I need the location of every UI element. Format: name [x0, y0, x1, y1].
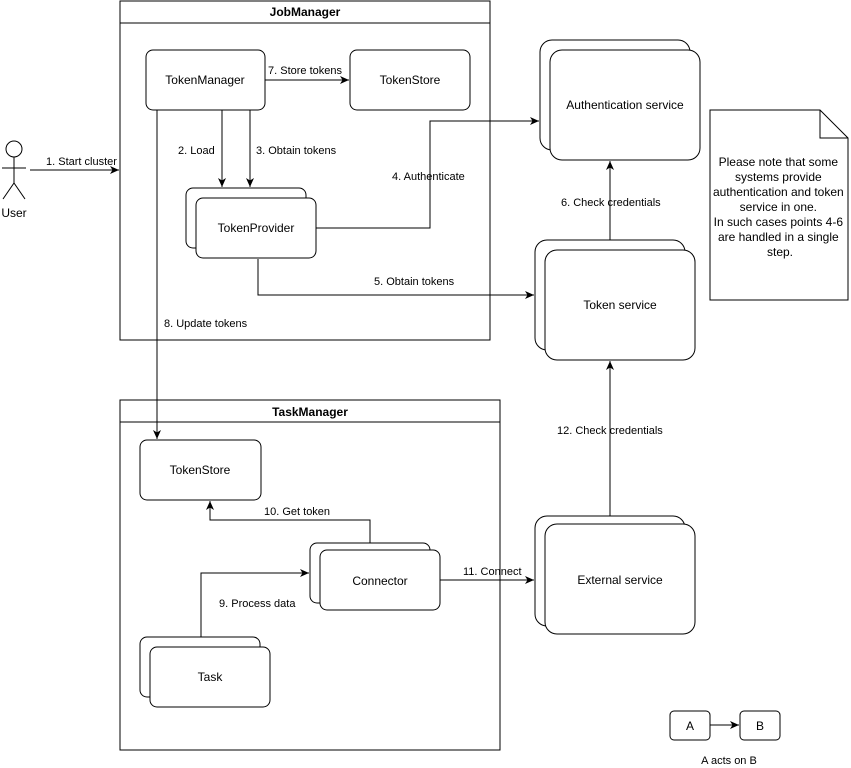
- edge-label-load: 2. Load: [178, 145, 215, 157]
- jobmanager-title: JobManager: [270, 5, 341, 19]
- note-line: step.: [767, 245, 793, 259]
- token-manager-node[interactable]: TokenManager: [145, 49, 266, 111]
- note-line: service in one.: [740, 200, 817, 214]
- external-service-label: External service: [577, 573, 663, 587]
- connector-node[interactable]: Connector: [309, 542, 441, 611]
- user-label: User: [1, 206, 26, 220]
- edge-process-data: [200, 569, 309, 637]
- note-line: Please note that some: [719, 155, 839, 169]
- external-service-node[interactable]: External service: [534, 515, 696, 635]
- legend: A B A acts on B: [669, 710, 781, 767]
- token-provider-label: TokenProvider: [218, 221, 295, 235]
- note-line: systems provide: [735, 170, 822, 184]
- edge-label-update-tokens: 8. Update tokens: [164, 318, 248, 330]
- token-store-jm-node[interactable]: TokenStore: [349, 49, 471, 111]
- token-store-tm-node[interactable]: TokenStore: [139, 439, 262, 501]
- note-text: Please note that some systems provide au…: [713, 155, 847, 259]
- edge-label-check-credentials-12: 12. Check credentials: [557, 425, 663, 437]
- note-line: are handled in a single: [718, 230, 839, 244]
- legend-caption: A acts on B: [701, 755, 757, 767]
- token-manager-label: TokenManager: [165, 73, 244, 87]
- task-node[interactable]: Task: [139, 636, 271, 708]
- user-actor: [2, 140, 26, 200]
- authentication-service-node[interactable]: Authentication service: [539, 39, 701, 161]
- token-service-node[interactable]: Token service: [534, 239, 696, 361]
- token-store-tm-label: TokenStore: [170, 463, 231, 477]
- edge-authenticate: [316, 117, 539, 229]
- token-provider-node[interactable]: TokenProvider: [185, 187, 317, 259]
- taskmanager-title: TaskManager: [272, 405, 348, 419]
- edge-label-store-tokens: 7. Store tokens: [268, 65, 342, 77]
- edge-label-process-data: 9. Process data: [219, 598, 296, 610]
- legend-label-b: B: [756, 719, 764, 733]
- edge-obtain-tokens-5: [257, 259, 534, 299]
- edge-label-authenticate: 4. Authenticate: [392, 171, 465, 183]
- edge-get-token: [206, 501, 371, 543]
- note-shape: [709, 109, 849, 301]
- edge-label-start-cluster: 1. Start cluster: [46, 156, 117, 168]
- token-store-jm-label: TokenStore: [380, 73, 441, 87]
- edge-label-connect: 11. Connect: [463, 566, 522, 578]
- legend-label-a: A: [686, 719, 694, 733]
- legend-box-b: [739, 710, 781, 741]
- edge-label-obtain-tokens-3: 3. Obtain tokens: [256, 145, 337, 157]
- authentication-service-label: Authentication service: [566, 98, 684, 112]
- edge-label-check-credentials-6: 6. Check credentials: [561, 197, 661, 209]
- task-label: Task: [198, 670, 224, 684]
- token-service-label: Token service: [583, 298, 657, 312]
- note-line: authentication and token: [713, 185, 844, 199]
- connector-label: Connector: [352, 574, 407, 588]
- edge-label-get-token: 10. Get token: [264, 506, 330, 518]
- edge-label-obtain-tokens-5: 5. Obtain tokens: [374, 276, 455, 288]
- note-line: In such cases points 4-6: [714, 215, 844, 229]
